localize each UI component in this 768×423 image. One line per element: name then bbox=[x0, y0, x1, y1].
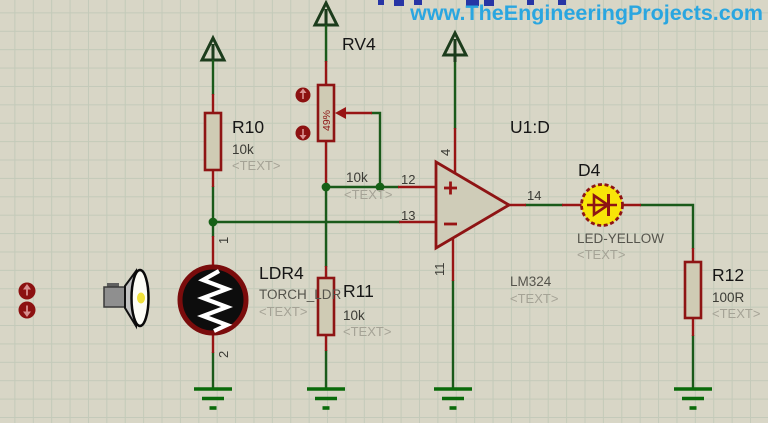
component-text-placeholder: <TEXT> bbox=[712, 306, 760, 321]
resistor-body[interactable] bbox=[683, 260, 703, 320]
ground-icon bbox=[674, 387, 712, 410]
component-model: TORCH_LDR bbox=[259, 287, 342, 302]
opamp-u1d[interactable]: 12 13 14 4 11 U1:D LM324 <TEXT> bbox=[401, 117, 558, 306]
component-ref: R10 bbox=[232, 117, 264, 137]
pin-number: 14 bbox=[527, 188, 541, 203]
actuator-decrease-button[interactable] bbox=[18, 301, 36, 319]
component-ref: RV4 bbox=[342, 34, 376, 54]
potentiometer-body[interactable] bbox=[316, 83, 336, 143]
torch-bulb bbox=[137, 292, 145, 304]
component-text-placeholder: <TEXT> bbox=[344, 187, 392, 202]
actuator-increase-button[interactable] bbox=[295, 87, 311, 103]
actuator-increase-button[interactable] bbox=[18, 282, 36, 300]
component-ref: D4 bbox=[578, 160, 601, 180]
wiper-arrow-icon bbox=[335, 107, 346, 119]
component-ref: U1:D bbox=[510, 117, 550, 137]
clipped-text-fragment bbox=[484, 0, 494, 6]
opamp-triangle[interactable] bbox=[434, 159, 512, 251]
junction-dot bbox=[208, 217, 218, 227]
component-value: 100R bbox=[712, 290, 745, 305]
clipped-text-fragment bbox=[414, 0, 422, 5]
component-ref: R12 bbox=[712, 265, 744, 285]
component-text-placeholder: <TEXT> bbox=[510, 291, 558, 306]
clipped-title-fragments bbox=[378, 0, 566, 6]
clipped-text-fragment bbox=[378, 0, 384, 5]
wire-wiper bbox=[371, 111, 382, 187]
power-arrow-icon bbox=[441, 29, 469, 57]
torch-actuators bbox=[18, 282, 36, 319]
wiper-percentage: 49% bbox=[321, 110, 333, 131]
resistor-r10[interactable]: R10 10k <TEXT> bbox=[203, 111, 280, 173]
component-text-placeholder: <TEXT> bbox=[577, 247, 625, 262]
component-ref: LDR4 bbox=[259, 263, 304, 283]
wire-junctions bbox=[208, 182, 385, 227]
component-value: 10k bbox=[232, 142, 254, 157]
wires-green bbox=[211, 25, 695, 389]
resistor-r11[interactable]: R11 10k <TEXT> bbox=[316, 276, 391, 339]
component-text-placeholder: <TEXT> bbox=[343, 324, 391, 339]
torch-switch bbox=[107, 283, 119, 289]
component-text-placeholder: <TEXT> bbox=[259, 304, 307, 319]
clipped-text-fragment bbox=[527, 0, 534, 5]
site-url-watermark: www.TheEngineeringProjects.com bbox=[410, 1, 763, 25]
up-arrow-icon bbox=[23, 284, 31, 290]
down-arrow-icon bbox=[23, 311, 31, 317]
pin-stubs-red bbox=[211, 61, 695, 353]
resistor-body[interactable] bbox=[316, 276, 336, 337]
ldr-zigzag-icon bbox=[197, 269, 233, 333]
ground-icon bbox=[194, 387, 232, 410]
ldr-ldr4[interactable]: 1 2 LDR4 TORCH_LDR <TEXT> bbox=[177, 237, 342, 358]
pin-number: 2 bbox=[216, 351, 231, 358]
ground-symbols bbox=[194, 387, 712, 410]
diode-symbol-icon bbox=[587, 193, 617, 217]
wire-segment bbox=[640, 203, 695, 249]
resistor-body[interactable] bbox=[203, 111, 223, 172]
led-d4[interactable]: D4 LED-YELLOW <TEXT> bbox=[577, 160, 664, 262]
power-terminal-icon bbox=[312, 0, 340, 27]
pin-number: 11 bbox=[432, 263, 447, 277]
component-model: LM324 bbox=[510, 274, 552, 289]
ground-icon bbox=[307, 387, 345, 410]
ground-icon bbox=[434, 387, 472, 410]
power-terminal-icon bbox=[199, 34, 227, 62]
torch-body bbox=[103, 286, 126, 308]
clipped-text-fragment bbox=[558, 0, 566, 5]
component-model: LED-YELLOW bbox=[577, 231, 664, 246]
pin-number: 4 bbox=[438, 149, 453, 156]
component-text-placeholder: <TEXT> bbox=[232, 158, 280, 173]
potentiometer-rv4[interactable]: 49% RV4 10k <TEXT> bbox=[295, 34, 393, 202]
pin-number: 12 bbox=[401, 172, 415, 187]
component-value: 10k bbox=[343, 308, 365, 323]
component-ref: R11 bbox=[343, 281, 374, 301]
component-value: 10k bbox=[346, 170, 368, 185]
torch-icon bbox=[103, 267, 150, 330]
pin-number: 1 bbox=[216, 237, 231, 244]
clipped-text-fragment bbox=[394, 0, 404, 6]
actuator-decrease-button[interactable] bbox=[295, 125, 311, 141]
power-terminal-icon bbox=[441, 29, 469, 62]
noninverting-plus-icon bbox=[444, 181, 457, 195]
pin-number: 13 bbox=[401, 208, 415, 223]
up-arrow-icon bbox=[299, 88, 307, 93]
junction-dot bbox=[375, 182, 385, 192]
clipped-text-fragment bbox=[466, 0, 479, 6]
junction-dot bbox=[321, 182, 331, 192]
down-arrow-icon bbox=[299, 135, 307, 140]
resistor-r12[interactable]: R12 100R <TEXT> bbox=[683, 260, 760, 321]
